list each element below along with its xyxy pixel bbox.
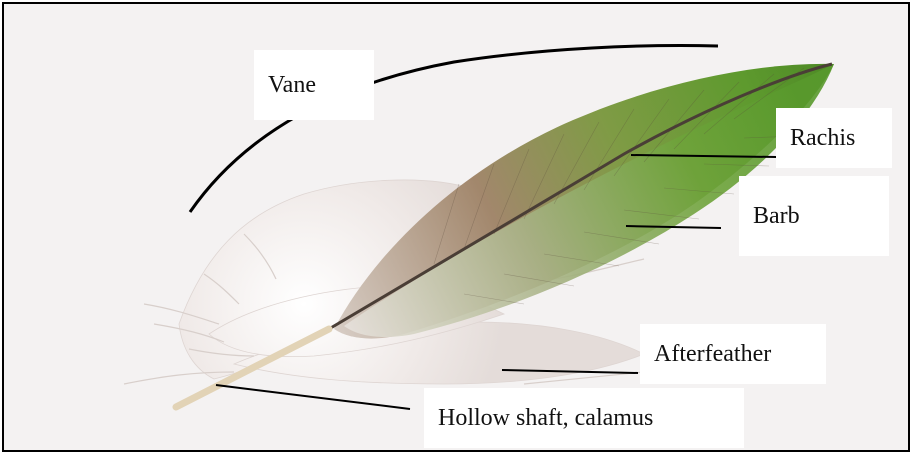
calamus-leader-line [216,385,410,409]
afterfeather-label-text: Afterfeather [654,342,771,366]
vane-label-text: Vane [268,73,316,97]
vane-label: Vane [254,50,374,120]
barb-label: Barb [739,176,889,256]
barb-label-text: Barb [753,204,800,228]
rachis-label-text: Rachis [790,126,855,150]
afterfeather-label: Afterfeather [640,324,826,384]
rachis-label: Rachis [776,108,892,168]
calamus-label-text: Hollow shaft, calamus [438,406,653,430]
calamus-label: Hollow shaft, calamus [424,388,744,448]
